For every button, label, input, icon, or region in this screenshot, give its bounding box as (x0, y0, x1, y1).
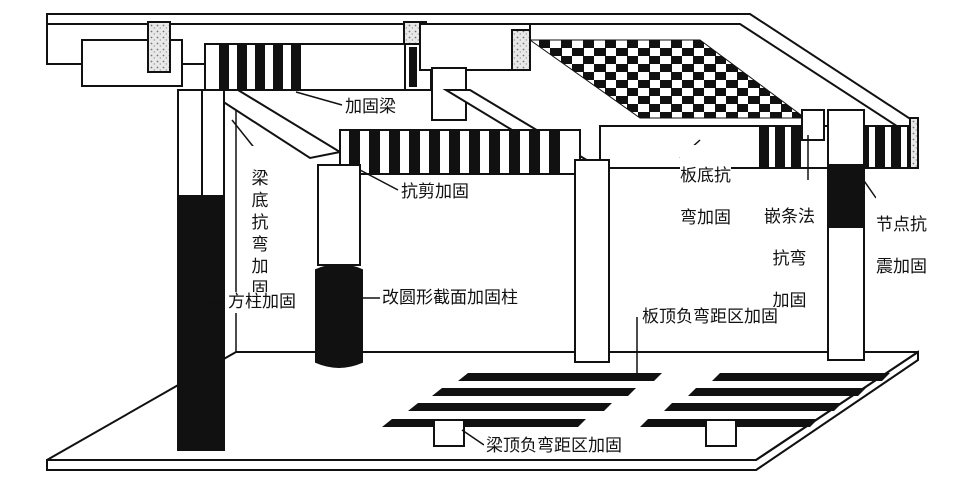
label-shear-strengthening: 抗剪加固 (399, 182, 471, 203)
label-embedded-line1: 嵌条法 (764, 207, 815, 227)
middle-column (574, 159, 610, 363)
label-beam-bottom-flexural: 梁 底 抗 弯 加 固 (250, 146, 270, 300)
label-joint-line1: 节点抗 (876, 215, 927, 235)
label-slab-top-negative-moment: 板顶负弯距区加固 (640, 307, 780, 328)
floor-blocks (433, 419, 737, 447)
label-beam-strengthening: 加固梁 (343, 97, 398, 118)
far-back-beam (599, 117, 919, 169)
round-section-column (315, 164, 363, 368)
label-slab-bottom-flexural: 板底抗 弯加固 (680, 145, 731, 250)
label-beam-top-negative-moment: 梁顶负弯距区加固 (484, 436, 624, 457)
square-column (177, 89, 225, 451)
label-square-column: 方柱加固 (226, 292, 298, 313)
label-round-section-column: 改圆形截面加固柱 (380, 288, 520, 309)
back-beam-shear (339, 129, 581, 175)
right-column-joint (801, 109, 865, 361)
label-joint-seismic: 节点抗 震加固 (876, 194, 927, 299)
label-beam-bottom-flexural-text: 梁 底 抗 弯 加 固 (251, 169, 269, 299)
label-embedded-line2: 抗弯 (772, 249, 807, 269)
label-slab-bottom-line2: 弯加固 (680, 208, 731, 228)
slab-bottom-frp-grid (528, 39, 807, 119)
label-slab-bottom-line1: 板底抗 (680, 166, 731, 186)
strengthened-beam (204, 43, 432, 91)
label-joint-line2: 震加固 (876, 257, 927, 277)
label-embedded-line3: 加固 (772, 291, 807, 311)
